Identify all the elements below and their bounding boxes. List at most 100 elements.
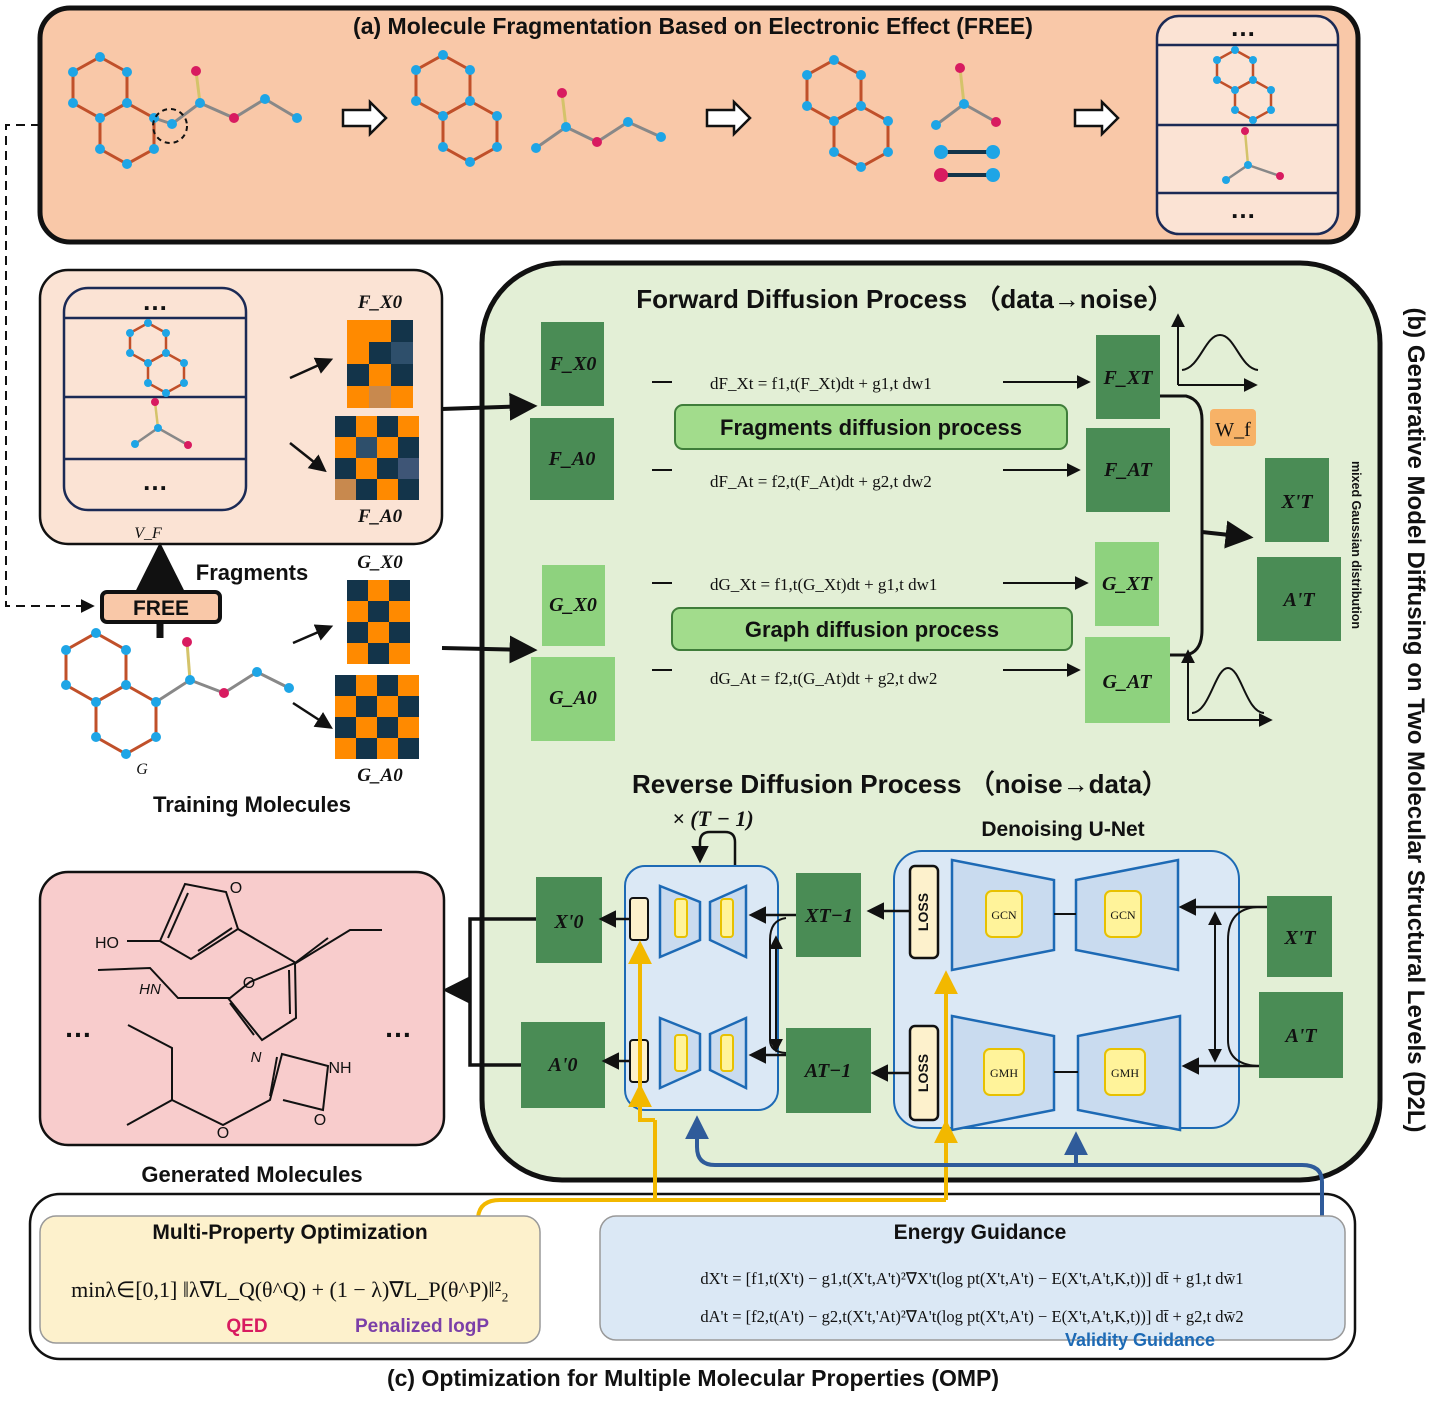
hollow-right-arrow-icon bbox=[1073, 98, 1120, 138]
matrix-cell bbox=[347, 580, 368, 601]
matrix-cell bbox=[356, 416, 377, 437]
matrix-cell bbox=[377, 717, 398, 738]
matrix-cell bbox=[335, 696, 356, 717]
fragments-panel: … … V_F F_X0 F_A0 bbox=[38, 268, 444, 546]
gcn-label: GCN bbox=[991, 908, 1017, 922]
merge-arrow bbox=[1201, 520, 1254, 549]
atom-o: O bbox=[314, 1112, 326, 1129]
box-a0 bbox=[521, 1022, 605, 1108]
matrix-cell bbox=[389, 601, 410, 622]
gcn-block-icon bbox=[985, 890, 1023, 938]
box-fat-label: F_AT bbox=[1103, 459, 1153, 481]
training-molecules-label: Training Molecules bbox=[153, 792, 351, 817]
mpo-title: Multi-Property Optimization bbox=[152, 1221, 427, 1244]
matrix-cell bbox=[335, 416, 356, 437]
box-at-reverse bbox=[1259, 992, 1343, 1078]
panel-c-title: (c) Optimization for Multiple Molecular … bbox=[387, 1365, 999, 1391]
eq-gx: dG_Xt = f1,t(G_Xt)dt + g1,t dw1 bbox=[710, 575, 937, 594]
fragments-label: Fragments bbox=[196, 560, 308, 585]
gx0-matrix-label: G_X0 bbox=[357, 552, 403, 573]
eq-fx: dF_Xt = f1,t(F_Xt)dt + g1,t dw1 bbox=[710, 374, 932, 393]
hollow-right-arrow-icon bbox=[705, 98, 752, 138]
matrix-cell bbox=[398, 416, 419, 437]
matrix-cell bbox=[398, 696, 419, 717]
molecule-split-1-atoms bbox=[411, 50, 666, 167]
ellipsis: … bbox=[142, 286, 168, 316]
box-gxt bbox=[1095, 542, 1159, 626]
box-x0 bbox=[536, 877, 602, 963]
matrix-cell bbox=[369, 364, 391, 386]
fragment-vocabulary-a: … … bbox=[1155, 12, 1340, 236]
generated-molecules-panel: … … O HO HN O N NH O O bbox=[38, 870, 446, 1147]
property-guidance-line bbox=[476, 1198, 946, 1218]
arrow bbox=[289, 442, 327, 473]
atom-nh: NH bbox=[328, 1060, 351, 1077]
fa0-adjacency-matrix bbox=[335, 416, 419, 500]
box-fat bbox=[1086, 428, 1170, 512]
atom-ho: HO bbox=[95, 935, 119, 952]
box-fx0 bbox=[541, 322, 604, 406]
matrix-cell bbox=[335, 458, 356, 479]
matrix-cell bbox=[391, 320, 413, 342]
matrix-cell bbox=[347, 342, 369, 364]
energy-guidance-arrow bbox=[685, 1115, 1324, 1218]
wf-label: W_f bbox=[1215, 419, 1251, 441]
matrix-cell bbox=[377, 738, 398, 759]
multi-property-optimization: Multi-Property Optimization minλ∈[0,1] ‖… bbox=[39, 1215, 541, 1344]
matrix-cell bbox=[369, 320, 391, 342]
fragments-diffusion-pill bbox=[674, 404, 1068, 450]
cut-site-marker bbox=[152, 108, 188, 144]
energy-eq-x: dX't = [f1,t(X't) − g1,t(X't,A't)²∇X't(l… bbox=[700, 1269, 1243, 1288]
ellipsis: … bbox=[1230, 12, 1256, 42]
reverse-title: Reverse Diffusion Process （noise→data） bbox=[632, 769, 1168, 799]
loss-label: LOSS bbox=[915, 1054, 931, 1092]
denoising-unet: LOSS LOSS GCN GCN GMH GMH bbox=[893, 850, 1240, 1132]
fa0-matrix-label: F_A0 bbox=[357, 506, 403, 527]
atom-o: O bbox=[243, 975, 255, 992]
box-a0-label: A'0 bbox=[547, 1054, 578, 1076]
repeat-label: × (T − 1) bbox=[672, 806, 753, 831]
gmh-block-icon bbox=[1104, 1048, 1146, 1096]
validity-guidance-label: Validity Guidance bbox=[1065, 1330, 1215, 1350]
energy-guidance-panel: Energy Guidance dX't = [f1,t(X't) − g1,t… bbox=[599, 1215, 1346, 1350]
box-xt-reverse-label: X'T bbox=[1283, 927, 1316, 949]
loss-label: LOSS bbox=[915, 893, 931, 931]
box-xt1 bbox=[796, 873, 861, 957]
matrix-cell bbox=[377, 458, 398, 479]
box-fxt-label: F_XT bbox=[1103, 367, 1154, 389]
fx0-feature-matrix bbox=[347, 320, 413, 408]
box-xt-forward-label: X'T bbox=[1280, 491, 1313, 513]
mpo-formula: minλ∈[0,1] ‖λ∇L_Q(θ^Q) + (1 − λ)∇L_P(θ^P… bbox=[71, 1277, 509, 1302]
gaussian-curve-icon bbox=[1181, 649, 1273, 727]
free-button[interactable]: FREE bbox=[100, 590, 222, 624]
matrix-cell bbox=[356, 458, 377, 479]
matrix-cell bbox=[368, 622, 389, 643]
box-gat-label: G_AT bbox=[1103, 671, 1153, 693]
gmh-label: GMH bbox=[990, 1066, 1018, 1080]
atom-o: O bbox=[217, 1125, 229, 1142]
forward-title: Forward Diffusion Process （data→noise） bbox=[636, 284, 1173, 314]
molecule-full-atoms bbox=[68, 52, 302, 169]
box-ga0 bbox=[531, 657, 615, 741]
ellipsis: … bbox=[384, 1012, 412, 1043]
matrix-cell bbox=[398, 437, 419, 458]
matrix-cell bbox=[356, 696, 377, 717]
box-x0-label: X'0 bbox=[554, 911, 584, 933]
matrix-cell bbox=[398, 479, 419, 500]
atom-o: O bbox=[230, 880, 242, 897]
qed-label: QED bbox=[226, 1316, 267, 1337]
box-fa0-label: F_A0 bbox=[548, 448, 596, 470]
box-at1-label: AT−1 bbox=[803, 1060, 852, 1082]
gcn-block-icon bbox=[1104, 890, 1142, 938]
atom-hn: HN bbox=[139, 981, 161, 998]
matrix-cell bbox=[389, 622, 410, 643]
matrix-cell bbox=[391, 342, 413, 364]
matrix-cell bbox=[356, 675, 377, 696]
matrix-cell bbox=[347, 320, 369, 342]
penalized-logp-label: Penalized logP bbox=[355, 1316, 489, 1337]
matrix-cell bbox=[356, 437, 377, 458]
matrix-cell bbox=[335, 437, 356, 458]
gcn-label: GCN bbox=[1110, 908, 1136, 922]
unet-title: Denoising U-Net bbox=[981, 818, 1144, 841]
mixed-gaussian-label: mixed Gaussian distribution bbox=[1349, 461, 1363, 629]
